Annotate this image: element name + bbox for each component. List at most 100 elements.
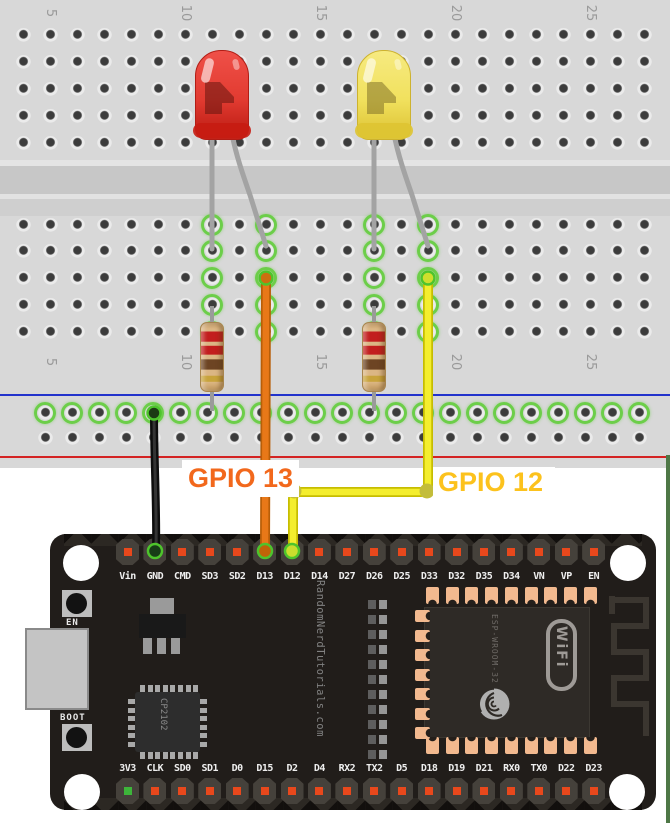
breadboard-hole <box>636 243 652 259</box>
module-pad <box>485 737 499 754</box>
column-number-label: 25 <box>583 4 598 22</box>
pin-label-gnd: GND <box>146 571 164 582</box>
resistor-220ohm <box>200 322 224 392</box>
solder-pad <box>368 675 376 684</box>
pin-contact <box>233 787 242 795</box>
chip-pin <box>200 716 207 722</box>
breadboard-hole <box>474 81 490 97</box>
red-led-die <box>205 82 234 114</box>
breadboard-hole <box>15 324 31 340</box>
pin-label-vin: Vin <box>119 571 136 582</box>
connection-highlight <box>358 402 380 424</box>
pin-pad-d25 <box>390 539 414 565</box>
rail-hole <box>172 430 188 446</box>
pin-contact <box>534 787 543 795</box>
breadboard-hole <box>69 54 85 70</box>
pin-label-tx0: TX0 <box>530 763 548 774</box>
breadboard-hole <box>609 297 625 313</box>
breadboard-hole <box>393 27 409 43</box>
breadboard-hole <box>312 54 328 70</box>
pin-pad-vn <box>527 539 551 565</box>
breadboard-hole <box>177 217 193 233</box>
breadboard-hole <box>555 297 571 313</box>
breadboard-hole <box>150 217 166 233</box>
breadboard-hole <box>636 297 652 313</box>
connection-highlight <box>196 402 218 424</box>
pin-contact <box>178 548 187 556</box>
breadboard-hole <box>582 81 598 97</box>
resistor-220ohm <box>362 322 386 392</box>
breadboard-hole <box>582 27 598 43</box>
breadboard-hole <box>474 27 490 43</box>
breadboard-hole <box>42 324 58 340</box>
connection-highlight <box>417 294 439 316</box>
connection-highlight <box>466 402 488 424</box>
pin-label-sd1: SD1 <box>201 763 219 774</box>
breadboard-hole <box>474 297 490 313</box>
solder-pad <box>368 645 376 654</box>
breadboard-hole <box>447 54 463 70</box>
connection-highlight <box>255 267 277 289</box>
pin-contact <box>425 548 434 556</box>
pin-pad-sd0 <box>170 778 194 804</box>
breadboard-hole <box>258 27 274 43</box>
breadboard-hole <box>150 135 166 151</box>
connection-highlight <box>574 402 596 424</box>
espressif-logo <box>477 687 510 720</box>
pin-label-d2: D2 <box>286 763 298 774</box>
pin-label-d4: D4 <box>313 763 326 774</box>
breadboard-hole <box>528 27 544 43</box>
column-number-label: 20 <box>448 353 463 371</box>
module-pad <box>524 737 538 754</box>
breadboard-hole <box>312 135 328 151</box>
pin-label-vp: VP <box>560 571 573 582</box>
breadboard-hole <box>447 27 463 43</box>
red-led-highlight <box>231 58 241 71</box>
solder-pad <box>379 690 387 699</box>
module-pad <box>544 737 558 754</box>
breadboard-hole <box>123 217 139 233</box>
yellow-led-flange <box>355 123 413 138</box>
pin-contact <box>589 787 598 795</box>
solder-pad <box>368 660 376 669</box>
connection-highlight <box>34 402 56 424</box>
pin-pad-tx0 <box>527 778 551 804</box>
rail-hole <box>145 430 161 446</box>
background-strip <box>666 455 670 823</box>
breadboard-hole <box>447 217 463 233</box>
breadboard-hole <box>555 135 571 151</box>
breadboard-hole <box>15 270 31 286</box>
pin-label-d23: D23 <box>585 763 602 774</box>
breadboard-hole <box>420 108 436 124</box>
breadboard-hole <box>69 135 85 151</box>
breadboard-hole <box>339 27 355 43</box>
breadboard-hole <box>96 217 112 233</box>
voltage-regulator-body <box>139 614 186 638</box>
silkscreen-url: RandomNerdTutorials.com <box>314 580 326 737</box>
pin-contact <box>205 548 214 556</box>
breadboard-hole <box>69 27 85 43</box>
chip-pin <box>193 685 199 692</box>
breadboard-hole <box>231 297 247 313</box>
pin-contact <box>507 548 516 556</box>
pin-pad-d33 <box>417 539 441 565</box>
pin-pad-3v3 <box>116 778 139 804</box>
pin-label-d21: D21 <box>475 763 493 774</box>
chip-pin <box>147 685 153 692</box>
pin-pad-d0 <box>225 778 249 804</box>
breadboard-hole <box>447 81 463 97</box>
rail-hole <box>631 430 647 446</box>
chip-pin <box>200 742 207 747</box>
chip-pin <box>200 733 207 739</box>
breadboard-hole <box>15 135 31 151</box>
rail-hole <box>307 430 323 446</box>
pin-label-d15: D15 <box>256 763 273 774</box>
pin-contact <box>260 548 269 556</box>
breadboard-hole <box>636 108 652 124</box>
breadboard-hole <box>96 270 112 286</box>
solder-pad <box>379 660 387 669</box>
breadboard-hole <box>528 324 544 340</box>
pin-contact <box>589 548 598 556</box>
rail-hole <box>604 430 620 446</box>
breadboard-hole <box>15 297 31 313</box>
